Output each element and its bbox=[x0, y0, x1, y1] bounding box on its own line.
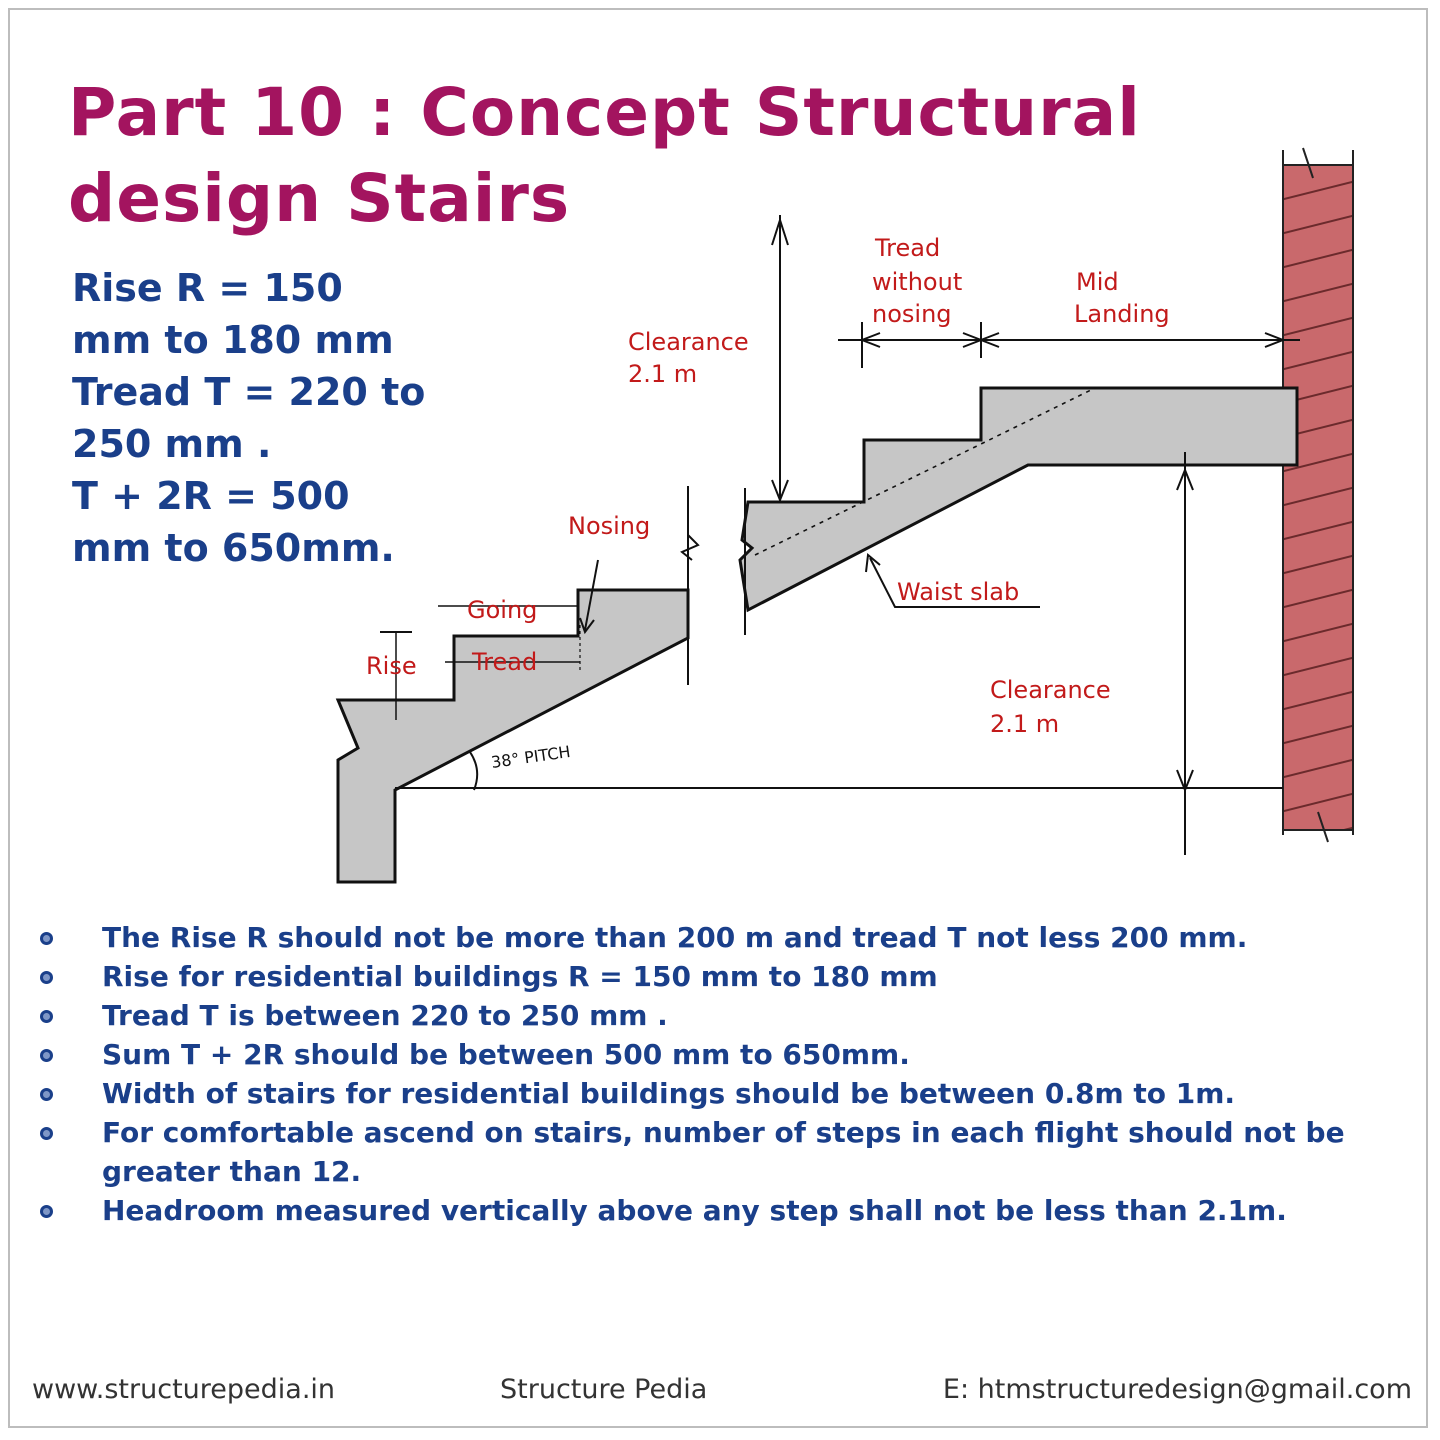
bullet-icon bbox=[40, 1127, 53, 1140]
spec-line: Tread T = 220 to bbox=[72, 370, 426, 414]
title-line-1: Part 10 : Concept Structural bbox=[68, 74, 1141, 151]
label-nosing: Nosing bbox=[568, 512, 650, 540]
label-clearance-top-value: 2.1 m bbox=[628, 360, 697, 388]
tread-landing-dimension bbox=[838, 322, 1300, 368]
bullet-icon bbox=[40, 1088, 53, 1101]
step-dimensions bbox=[380, 559, 599, 720]
label-pitch: 38° PITCH bbox=[490, 742, 572, 772]
label-clearance-bottom-value: 2.1 m bbox=[990, 710, 1059, 738]
bullet-icon bbox=[40, 932, 53, 945]
title-line-2: design Stairs bbox=[68, 160, 571, 237]
label-rise: Rise bbox=[366, 652, 417, 680]
brick-wall bbox=[1282, 147, 1354, 843]
lower-flight bbox=[335, 486, 700, 884]
list-item: Sum T + 2R should be between 500 mm to 6… bbox=[40, 1035, 1380, 1074]
list-item: The Rise R should not be more than 200 m… bbox=[40, 918, 1380, 957]
label-mid-landing: Landing bbox=[1074, 300, 1170, 328]
footer: www.structurepedia.in Structure Pedia E:… bbox=[32, 1374, 1412, 1414]
bullet-icon bbox=[40, 1049, 53, 1062]
label-waist-slab: Waist slab bbox=[897, 578, 1019, 606]
spec-line: mm to 650mm. bbox=[72, 526, 395, 570]
label-clearance-top: Clearance bbox=[628, 328, 749, 356]
label-tread-without-nosing: Tread bbox=[874, 234, 940, 262]
list-item: For comfortable ascend on stairs, number… bbox=[40, 1113, 1380, 1191]
design-notes-list: The Rise R should not be more than 200 m… bbox=[40, 918, 1380, 1230]
clearance-top-dimension bbox=[771, 215, 789, 503]
footer-email: E: htmstructuredesign@gmail.com bbox=[942, 1374, 1412, 1405]
page-title: Part 10 : Concept Structural design Stai… bbox=[68, 70, 1218, 242]
spec-line: T + 2R = 500 bbox=[72, 474, 350, 518]
spec-line: 250 mm . bbox=[72, 422, 272, 466]
label-tread-without-nosing: without bbox=[872, 268, 962, 296]
upper-flight bbox=[738, 386, 1299, 635]
list-item: Tread T is between 220 to 250 mm . bbox=[40, 996, 1380, 1035]
spec-summary: Rise R = 150 mm to 180 mm Tread T = 220 … bbox=[72, 262, 532, 574]
label-tread: Tread bbox=[471, 648, 537, 676]
bullet-icon bbox=[40, 1205, 53, 1218]
bullet-icon bbox=[40, 971, 53, 984]
footer-brand: Structure Pedia bbox=[500, 1374, 708, 1405]
label-going: Going bbox=[467, 596, 537, 624]
stair-section-diagram: Clearance 2.1 m Tread without nosing Mid… bbox=[335, 147, 1354, 884]
pitch-arc bbox=[469, 751, 479, 791]
page-frame bbox=[8, 8, 1428, 1428]
spec-line: mm to 180 mm bbox=[72, 318, 394, 362]
label-mid-landing: Mid bbox=[1076, 268, 1119, 296]
bullet-icon bbox=[40, 1010, 53, 1023]
footer-website: www.structurepedia.in bbox=[32, 1374, 336, 1405]
waist-slab-pointer bbox=[869, 557, 1040, 608]
spec-line: Rise R = 150 bbox=[72, 266, 343, 310]
clearance-bottom-dimension bbox=[1176, 452, 1194, 855]
label-clearance-bottom: Clearance bbox=[990, 676, 1111, 704]
list-item: Rise for residential buildings R = 150 m… bbox=[40, 957, 1380, 996]
list-item: Width of stairs for residential building… bbox=[40, 1074, 1380, 1113]
list-item: Headroom measured vertically above any s… bbox=[40, 1191, 1380, 1230]
label-tread-without-nosing: nosing bbox=[872, 300, 952, 328]
